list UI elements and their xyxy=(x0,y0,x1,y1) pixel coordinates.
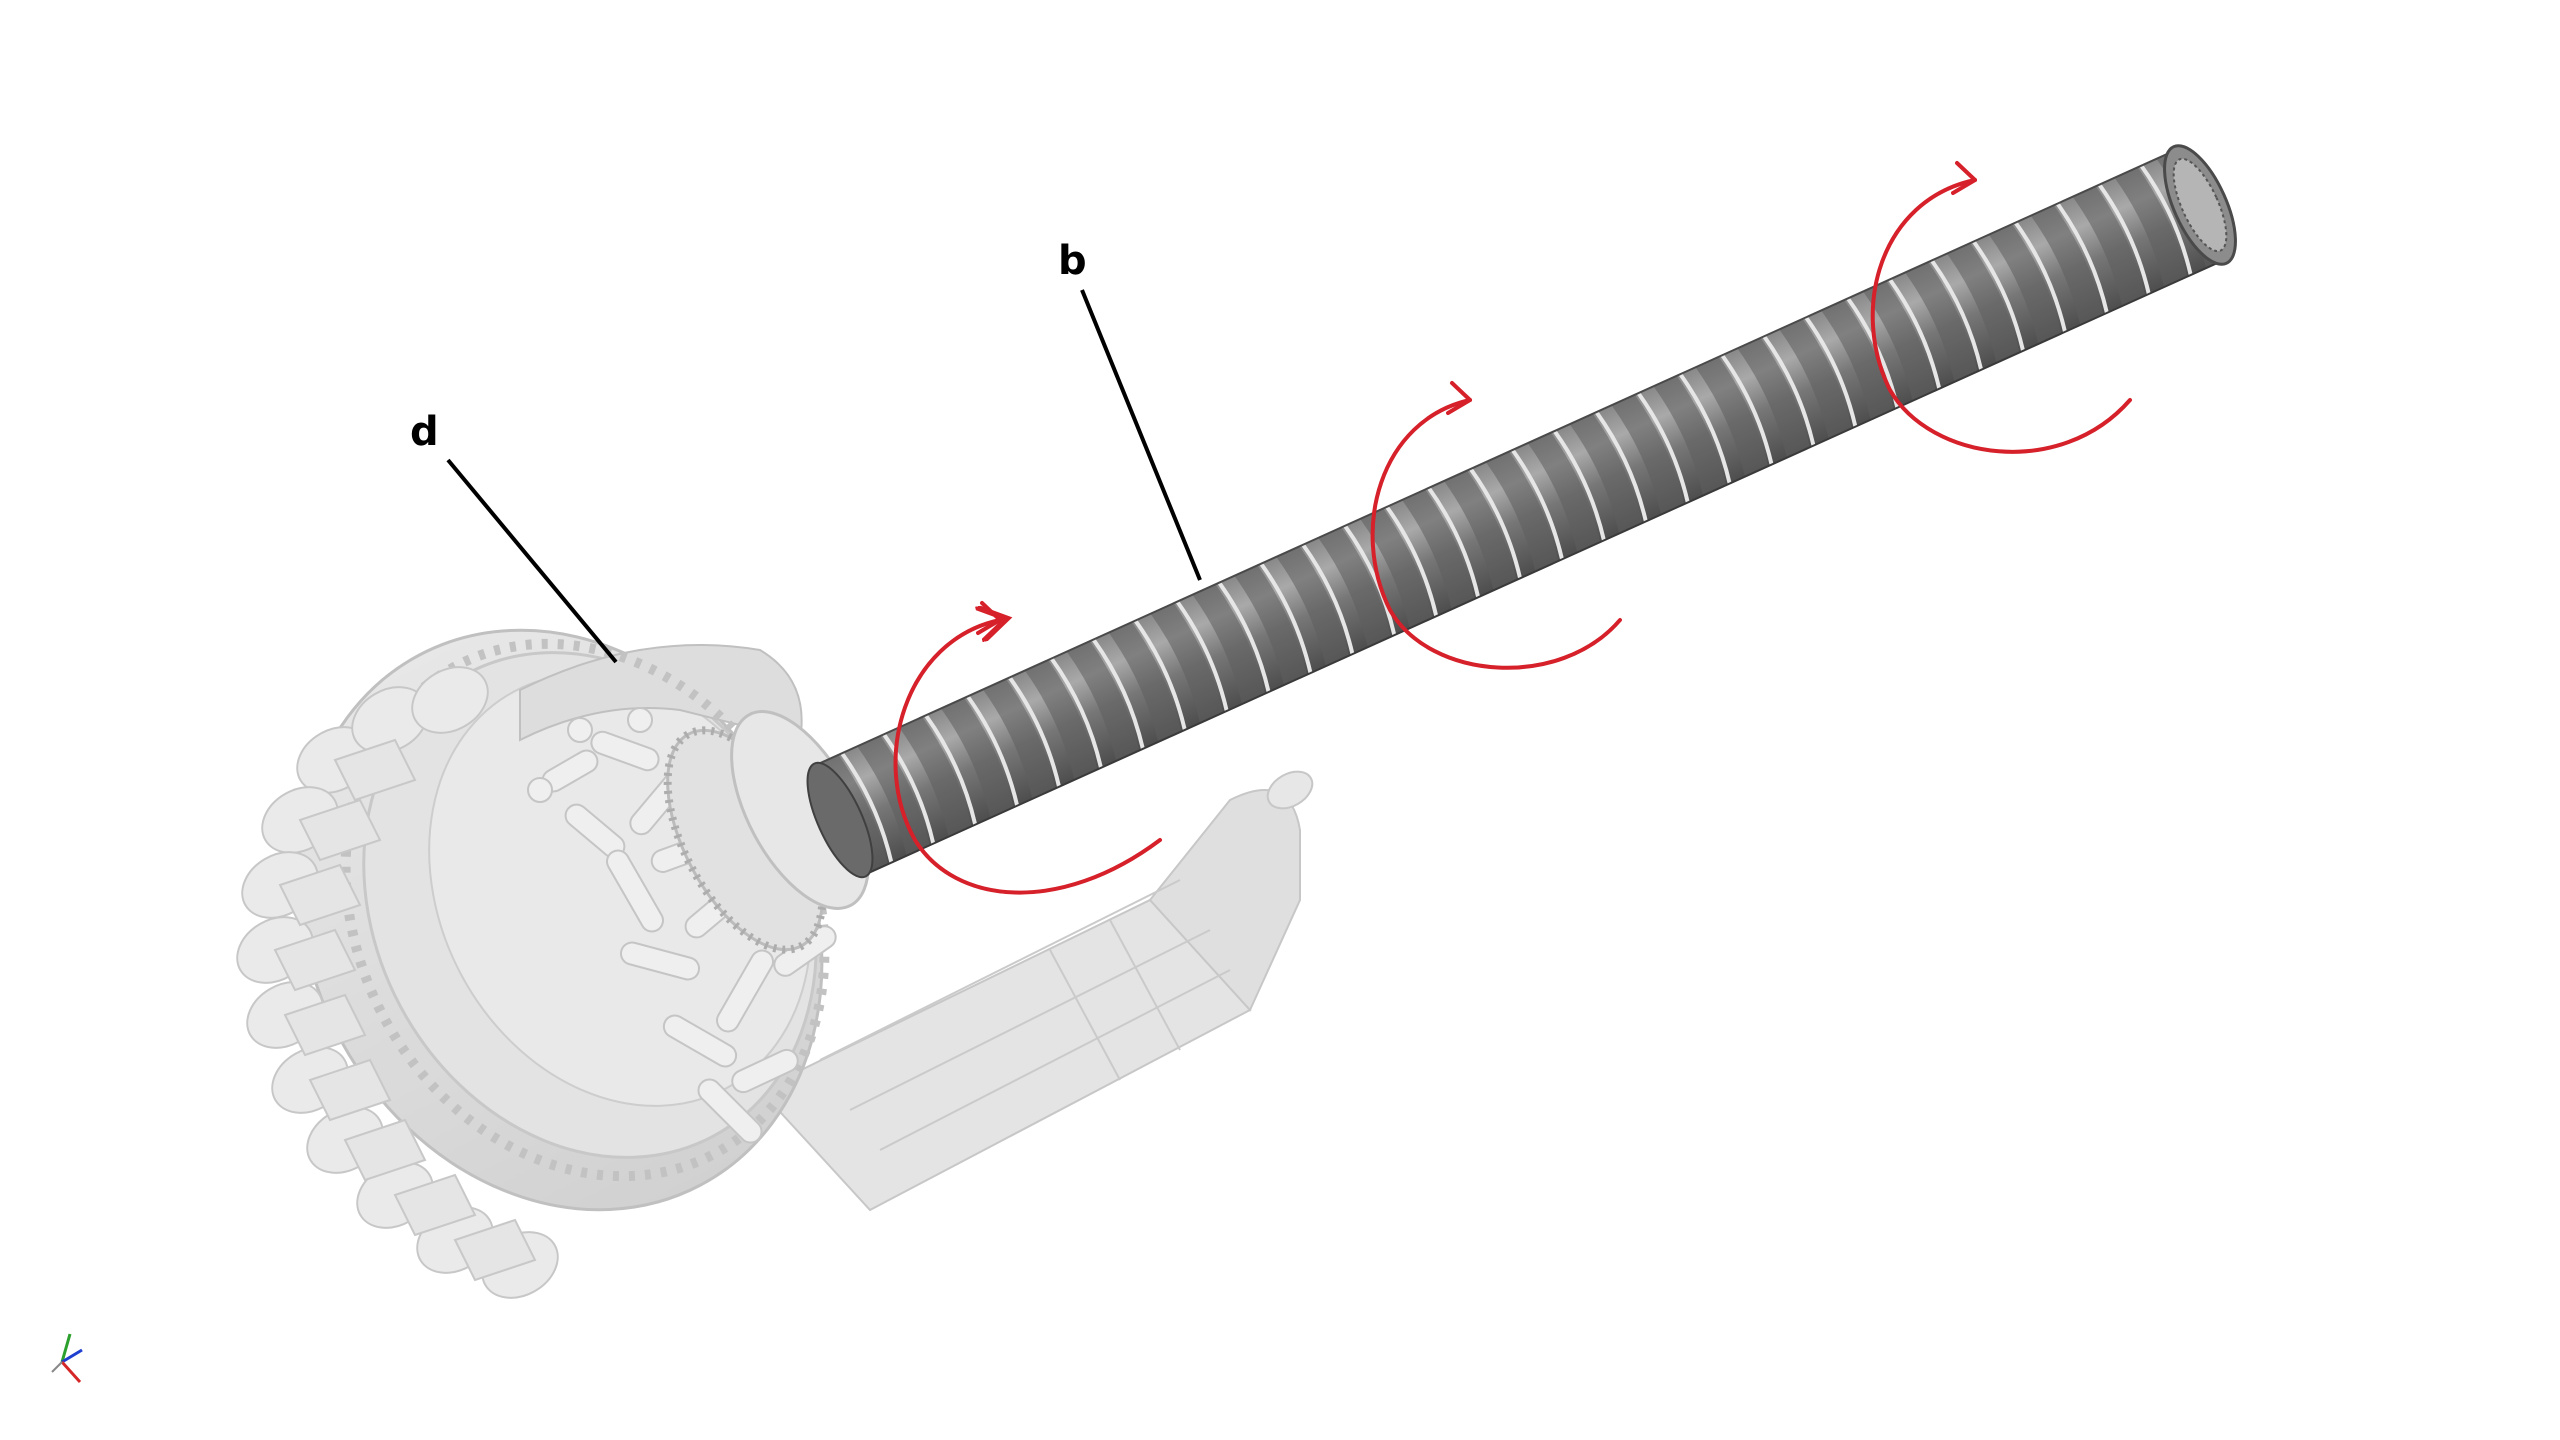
shaft-thread-ridge xyxy=(1611,394,1685,515)
shaft-thread-highlight xyxy=(1636,391,1690,503)
shaft-thread-highlight xyxy=(1972,240,2026,352)
shaft-thread-highlight xyxy=(1343,524,1397,636)
shaft-thread-highlight xyxy=(1930,259,1984,371)
shaft-thread-highlight xyxy=(1469,467,1523,579)
shaft-thread-highlight xyxy=(1049,657,1103,769)
shaft-thread-ridge xyxy=(899,716,972,837)
shaft-thread-highlight xyxy=(1678,373,1732,484)
ghost-engine-assembly xyxy=(236,628,1314,1299)
shaft-thread-highlight xyxy=(924,714,978,826)
shaft-thread-ridge xyxy=(1988,224,2062,344)
shaft-thread-highlight xyxy=(1133,619,1187,731)
shaft-thread-ridge xyxy=(1234,565,1307,686)
shaft-thread-ridge xyxy=(1485,451,1559,572)
rotation-arrow-icon xyxy=(1370,381,1622,670)
shaft-thread-ridge xyxy=(2072,186,2146,307)
shaft-thread-highlight xyxy=(1259,562,1313,674)
shaft-thread-highlight xyxy=(1804,316,1858,428)
shaft-thread-highlight xyxy=(1510,448,1564,560)
shaft-thread-ridge xyxy=(941,698,1014,818)
label-b: b xyxy=(1058,238,1087,284)
shaft-body xyxy=(806,144,2237,879)
shaft-thread-highlight xyxy=(2139,164,2193,276)
shaft-thread-ridge xyxy=(1821,300,1894,420)
shaft-thread-ridge xyxy=(2114,167,2188,288)
shaft-thread-highlight xyxy=(1594,410,1648,522)
shaft-thread-ridge xyxy=(1108,622,1182,742)
shaft-thread-highlight xyxy=(966,695,1020,807)
shaft-thread-ridge xyxy=(1318,527,1391,648)
shaft-thread-highlight xyxy=(1008,676,1062,788)
shaft-thread-ridge xyxy=(982,679,1056,799)
shaft-thread-ridge xyxy=(1779,318,1852,439)
shaft-thread-highlight xyxy=(1762,335,1816,447)
shaft-thread-highlight xyxy=(1427,486,1481,598)
shaft-thread-highlight xyxy=(1175,600,1229,712)
shaft-thread-ridge xyxy=(1024,660,1098,780)
shaft-thread-ridge xyxy=(1276,546,1349,667)
shaft-thread-highlight xyxy=(1888,278,1942,390)
shaft-thread-highlight xyxy=(840,752,894,864)
shaft-thread-ridge xyxy=(857,735,930,856)
shaft-edge xyxy=(814,149,2176,767)
shaft-thread-ridge xyxy=(1150,603,1224,724)
rear-body xyxy=(758,770,1314,1212)
shaft-thread-ridge xyxy=(1443,470,1517,591)
shaft-thread-ridge xyxy=(1946,243,2020,363)
shaft-base-collar xyxy=(806,761,874,879)
helical-shaft xyxy=(806,144,2237,879)
shaft-thread-ridge xyxy=(1360,508,1433,629)
shaft-thread-ridge xyxy=(1066,641,1140,761)
label-d: d xyxy=(410,409,439,455)
shaft-thread-ridge xyxy=(1527,432,1601,553)
nozzle-bodies xyxy=(273,738,537,1282)
shaft-edge xyxy=(864,258,2226,876)
rotation-arrows xyxy=(893,161,2132,895)
shaft-thread-ridge xyxy=(1569,413,1643,534)
spline-bore xyxy=(2172,157,2228,253)
shaft-thread-ridge xyxy=(1402,489,1475,610)
shaft-thread-highlight xyxy=(2055,202,2109,314)
shaft-thread-ridge xyxy=(1192,584,1265,705)
shaft-thread-ridge xyxy=(1905,262,1978,382)
shaft-thread-ridge xyxy=(1653,375,1727,496)
shaft-thread-highlight xyxy=(1091,638,1145,750)
shaft-thread-highlight xyxy=(2013,221,2067,333)
shaft-thread-highlight xyxy=(1720,354,1774,466)
shaft-thread-highlight xyxy=(2097,183,2151,295)
gear-stage xyxy=(663,710,870,954)
callouts: b d xyxy=(410,238,1202,664)
leader-line-b xyxy=(1080,289,1202,581)
rotation-arrow-icon xyxy=(1870,161,2132,454)
shaft-thread-ridge xyxy=(1737,337,1810,458)
shaft-thread-highlight xyxy=(882,733,936,845)
xyz-axis-triad-icon xyxy=(51,1333,83,1384)
shaft-thread-highlight xyxy=(1385,505,1439,617)
shaft-thread-highlight xyxy=(1552,429,1606,541)
shaft-thread-ridge xyxy=(1695,356,1768,477)
shaft-thread-ridge xyxy=(1863,281,1936,401)
shaft-thread-highlight xyxy=(1217,581,1271,693)
rotation-arrow-icon xyxy=(893,601,1162,895)
shaft-thread-ridge xyxy=(2030,205,2104,326)
leader-line-d xyxy=(446,458,618,664)
shaft-thread-highlight xyxy=(1301,543,1355,655)
